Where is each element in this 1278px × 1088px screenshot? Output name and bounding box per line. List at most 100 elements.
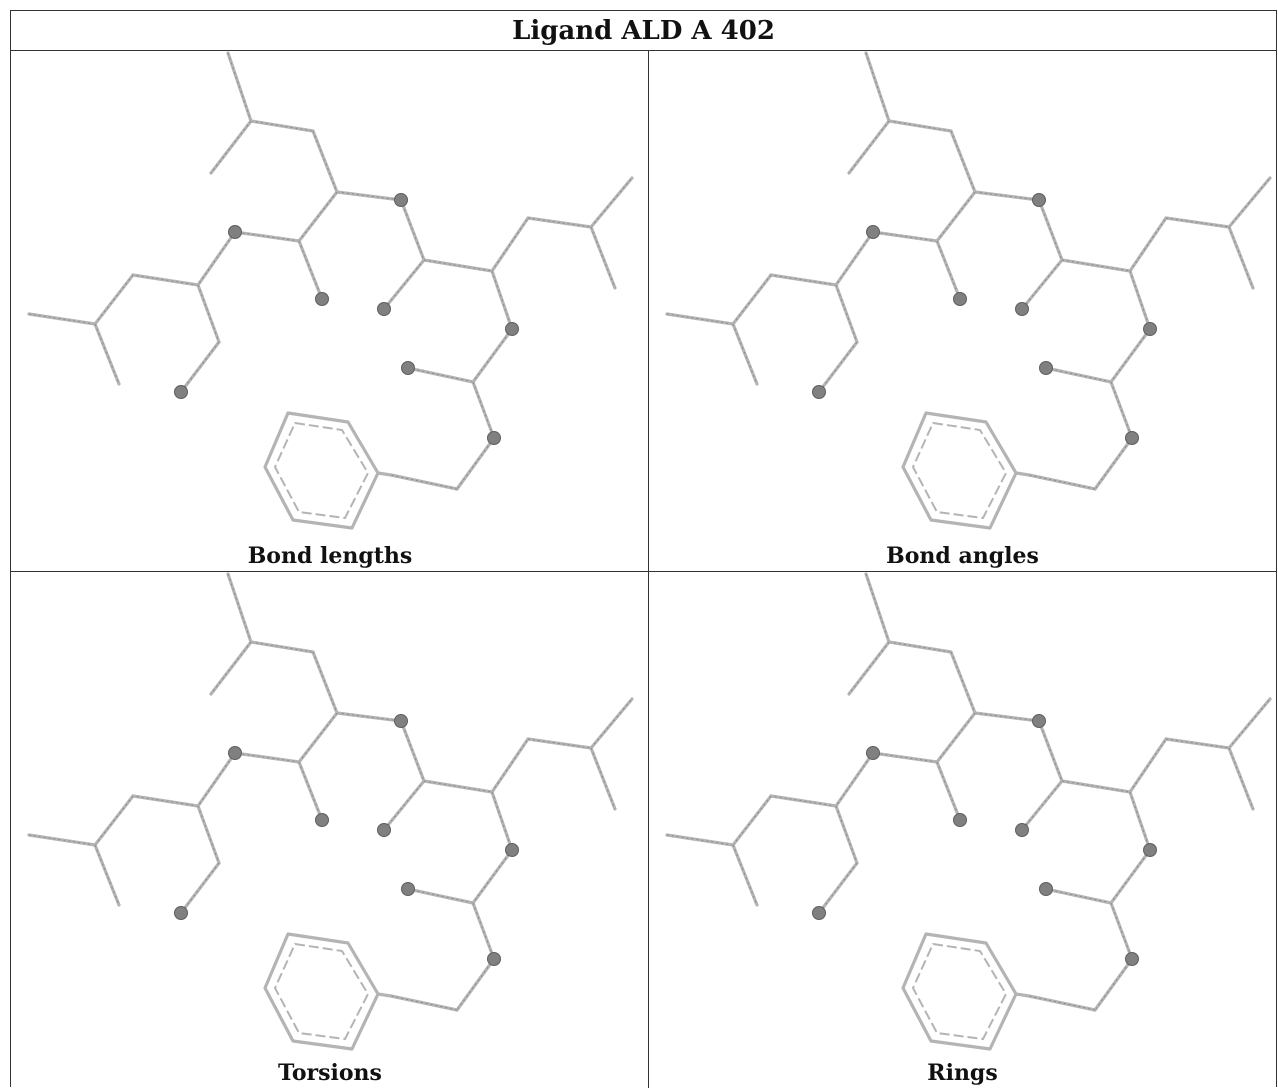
panel-caption: Rings [927, 1060, 998, 1086]
bond-hatch [590, 177, 633, 228]
bond-hatch [234, 231, 300, 242]
atom-sphere [866, 746, 880, 760]
atom-sphere [401, 882, 415, 896]
bond-hatch [210, 641, 252, 695]
bond-hatch [1038, 720, 1063, 782]
bond-hatch [94, 844, 120, 906]
atom-sphere [1039, 882, 1053, 896]
bond-hatch [974, 712, 1040, 722]
bond-hatch [848, 641, 890, 695]
benzene-ring [263, 411, 380, 530]
atom-sphere [487, 952, 501, 966]
bond-hatch [950, 130, 976, 193]
bond-hatch [590, 698, 633, 749]
bond-hatch [423, 780, 493, 793]
bond-hatch [950, 651, 976, 714]
bond-hatch [1110, 328, 1151, 383]
atom-sphere [1032, 714, 1046, 728]
bond-hatch [132, 795, 199, 807]
bond-hatch [1165, 217, 1230, 228]
panel-bond-lengths: Bond lengths [11, 51, 649, 571]
atom-sphere [228, 225, 242, 239]
bond-hatch [835, 752, 874, 807]
atom-sphere [315, 813, 329, 827]
atom-sphere [1032, 193, 1046, 207]
bond-hatch [456, 437, 495, 490]
bond-hatch [1061, 259, 1131, 272]
bond-hatch [197, 752, 236, 807]
bond-line [471, 380, 496, 440]
bond-hatch [666, 313, 734, 325]
atom-sphere [505, 843, 519, 857]
atom-sphere [1015, 823, 1029, 837]
benzene-ring-inner [911, 421, 1008, 520]
bond-hatch [180, 862, 220, 914]
bond-line [490, 737, 530, 794]
bond-hatch [227, 52, 252, 122]
bond-hatch [1021, 259, 1063, 310]
bond-hatch [872, 231, 938, 242]
bond-line [834, 751, 875, 808]
atom-sphere [174, 906, 188, 920]
atom-sphere [812, 906, 826, 920]
bond-line [399, 198, 426, 262]
bond-hatch [407, 367, 474, 383]
bond-hatch [390, 474, 458, 490]
atom-sphere [812, 385, 826, 399]
bond-hatch [298, 761, 323, 821]
bond-hatch [835, 284, 858, 343]
panel-caption: Bond angles [886, 543, 1039, 569]
bond-hatch [234, 752, 300, 763]
atom-sphere [377, 302, 391, 316]
bond-hatch [848, 120, 890, 174]
molecule-diagram [665, 572, 1272, 1051]
atom-sphere [505, 322, 519, 336]
bond-hatch [974, 191, 1040, 201]
bond-hatch [336, 191, 402, 201]
atom-sphere [174, 385, 188, 399]
ligand-table: Ligand ALD A 402 Bond lengths Bond angle… [10, 10, 1277, 1088]
atom-sphere [1143, 322, 1157, 336]
bond-line [1037, 719, 1064, 783]
bond-line [377, 471, 392, 477]
bond-hatch [298, 240, 323, 300]
bond-hatch [527, 217, 592, 228]
bond-line [1128, 737, 1168, 794]
molecule-diagram [665, 51, 1272, 530]
bond-hatch [197, 805, 220, 864]
bond-hatch [590, 747, 616, 810]
bond-hatch [298, 191, 338, 242]
bond-hatch [1110, 849, 1151, 904]
bond-hatch [818, 862, 858, 914]
bond-hatch [383, 780, 425, 831]
bond-hatch [1094, 958, 1133, 1011]
atom-sphere [1143, 843, 1157, 857]
bond-hatch [28, 313, 96, 325]
bond-hatch [491, 217, 529, 272]
bond-line [973, 190, 1041, 202]
bond-line [93, 322, 121, 386]
benzene-ring [901, 932, 1018, 1051]
panel-rings: Rings [649, 571, 1276, 1088]
benzene-ring-inner [273, 421, 370, 520]
bond-hatch [472, 849, 513, 904]
bond-hatch [732, 844, 758, 906]
bond-hatch [400, 199, 425, 261]
atom-sphere [377, 823, 391, 837]
bond-line [871, 230, 939, 243]
atom-sphere [228, 746, 242, 760]
bond-hatch [491, 270, 513, 330]
atom-sphere [866, 225, 880, 239]
bond-hatch [312, 651, 338, 714]
bond-hatch [1129, 270, 1151, 330]
bond-line [1109, 901, 1134, 961]
bond-hatch [1028, 995, 1096, 1011]
panel-bond-angles: Bond angles [649, 51, 1276, 571]
bond-hatch [770, 795, 837, 807]
benzene-ring-inner [911, 942, 1008, 1041]
bond-line [1037, 198, 1064, 262]
bond-hatch [312, 130, 338, 193]
bond-hatch [865, 52, 890, 122]
bond-hatch [336, 712, 402, 722]
bond-line [490, 216, 530, 273]
